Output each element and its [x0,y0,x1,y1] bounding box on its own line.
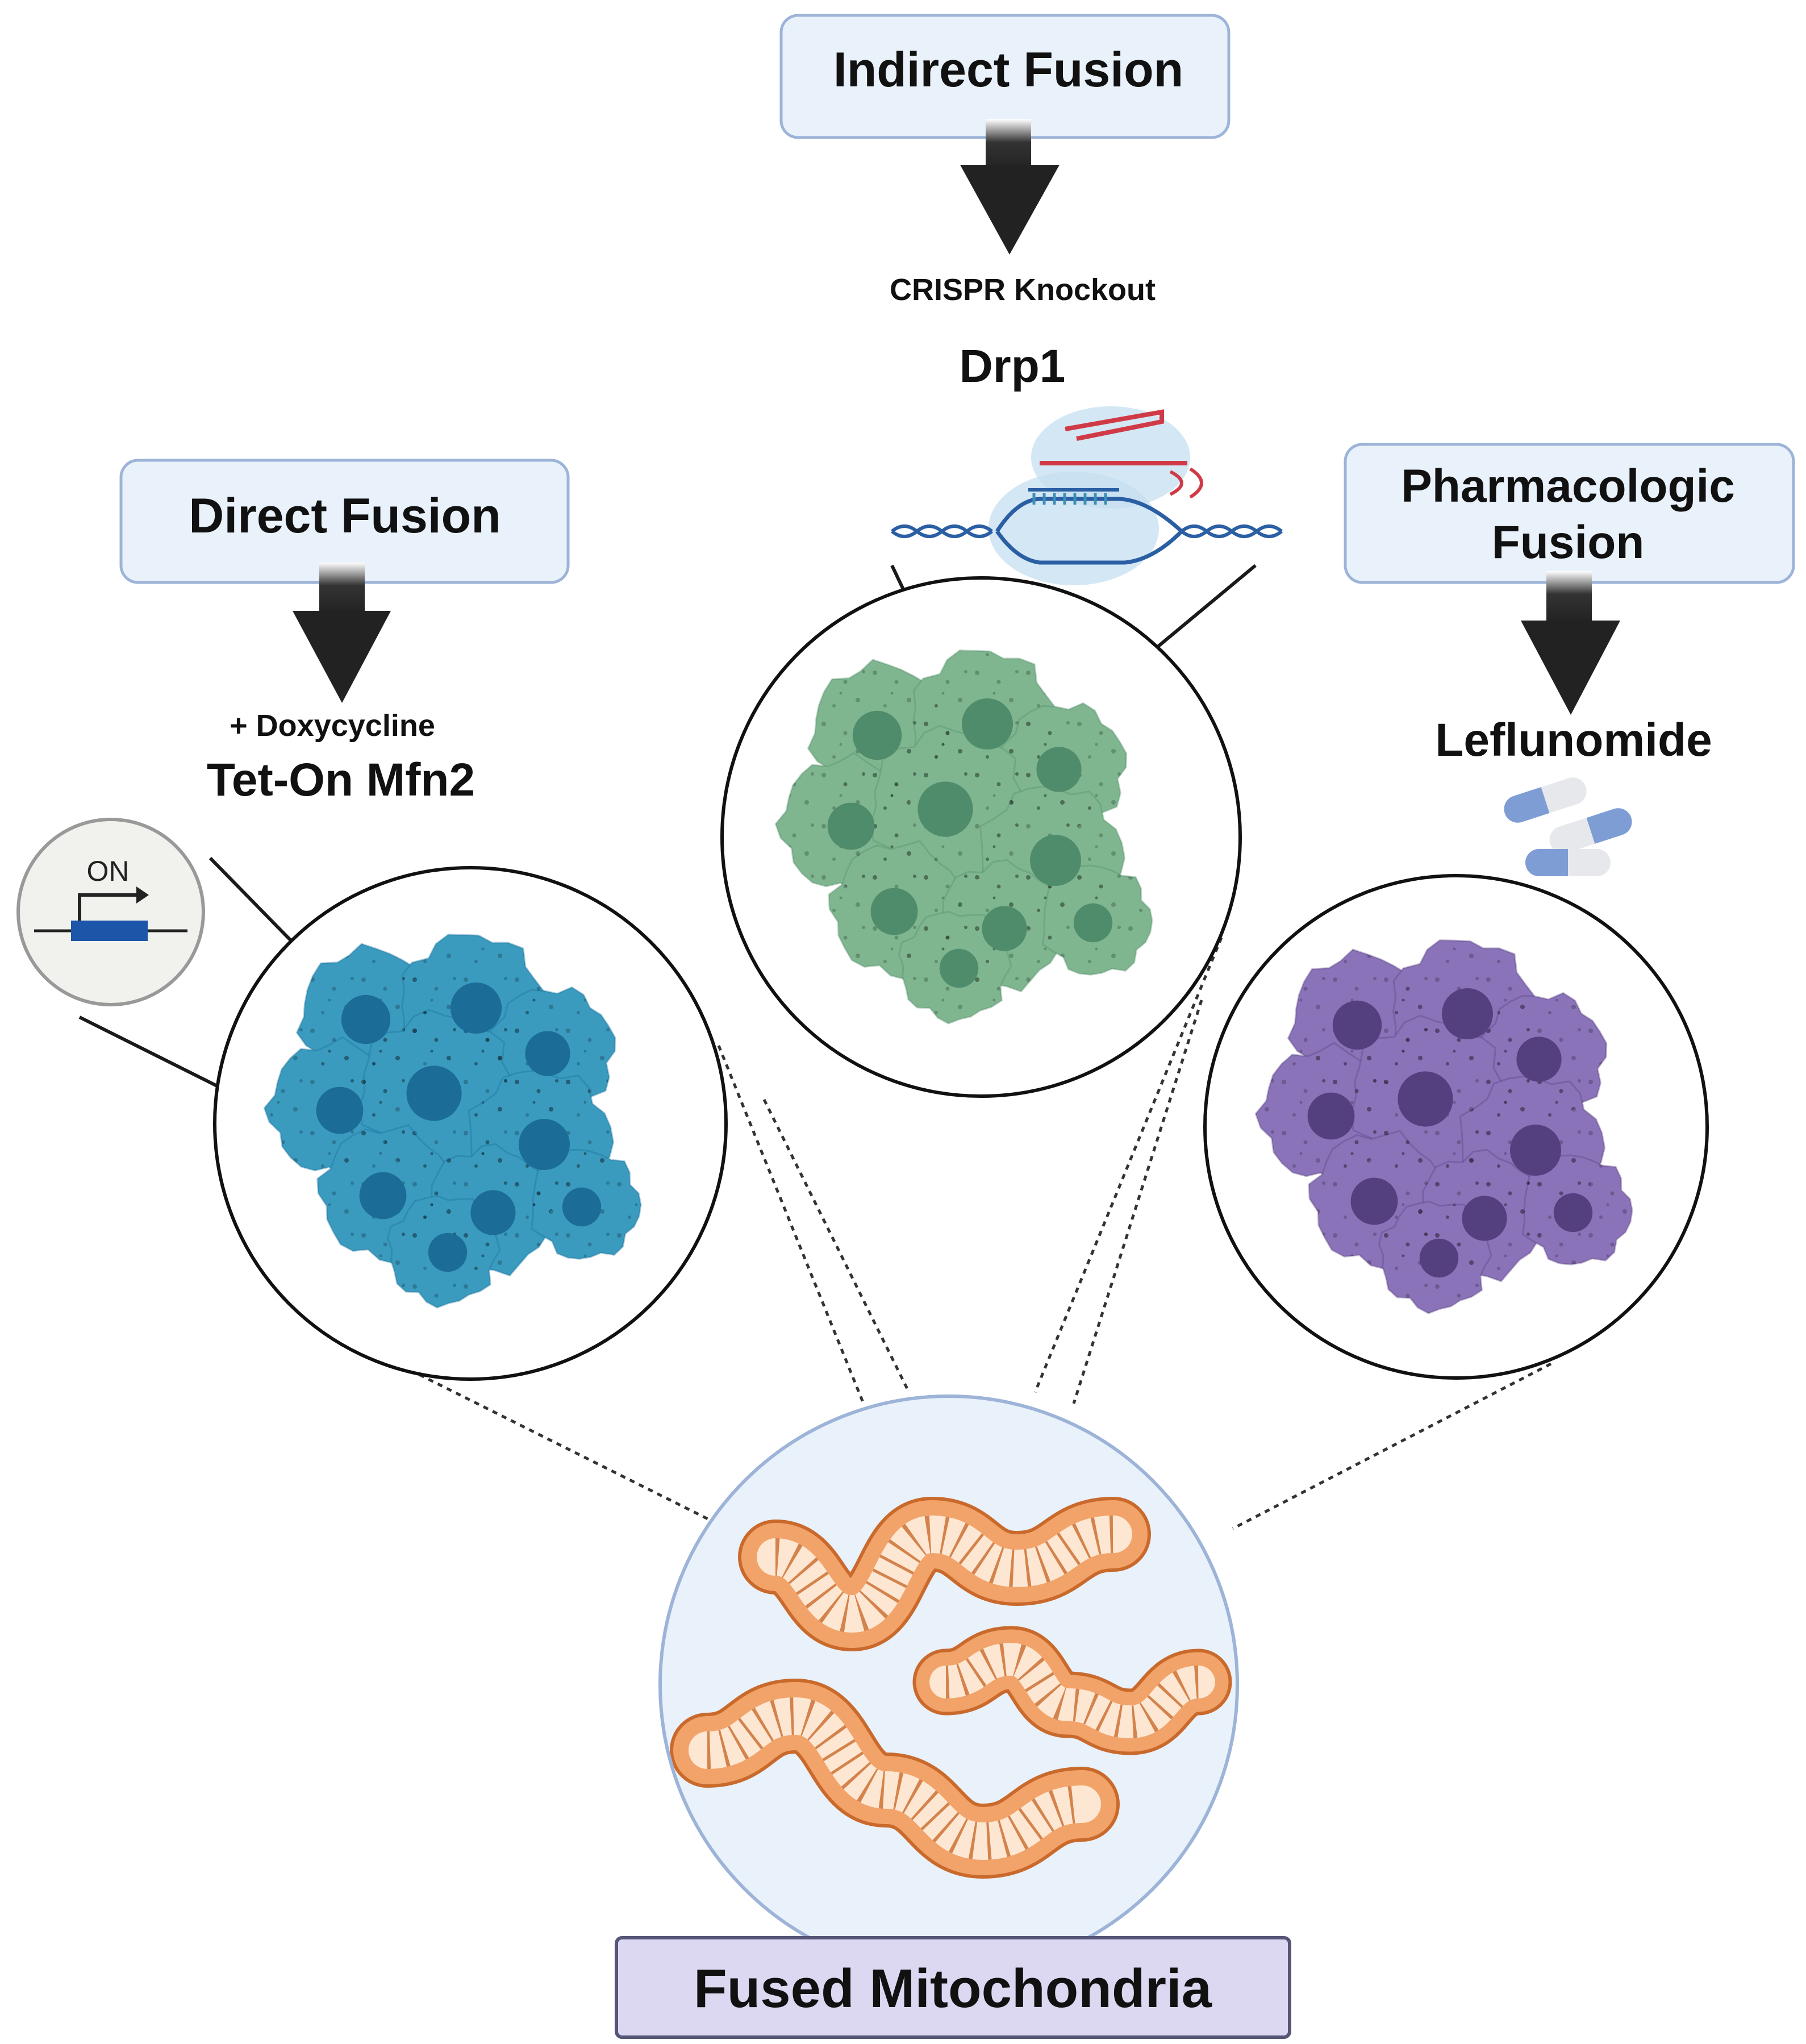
direct-fusion-title: Direct Fusion [189,489,501,543]
nucleus [962,698,1013,750]
indirect-zoom-circle [720,576,1242,1098]
mitochondrion-matrix [757,1515,1132,1633]
gene-promoter-icon: ON [16,818,205,1006]
nucleus [939,948,979,988]
pharmacologic-fusion-title-line1: Pharmacologic [1401,460,1735,512]
nucleus [1462,1196,1507,1241]
nucleus [562,1187,602,1227]
tet-on-cell-cluster [263,934,642,1309]
indirect-fusion-title: Indirect Fusion [833,43,1183,97]
pharmacologic-fusion-title-line2: Fusion [1492,517,1645,568]
nucleus [1510,1125,1561,1176]
nucleus [1553,1193,1593,1233]
dotted-connector-lines [391,937,1552,1530]
indirect-fusion-box: Indirect Fusion [779,14,1231,139]
nucleus [470,1190,516,1235]
direct-fusion-box: Direct Fusion [119,459,570,584]
nucleus [1030,835,1081,886]
nucleus [1307,1092,1355,1140]
nucleus [1350,1177,1398,1225]
arrow-icon [1521,571,1620,715]
fused-mitochondria-circle [658,1394,1239,1975]
nucleus [1419,1238,1459,1278]
direct-zoom-circle [213,866,728,1381]
nucleus [1036,747,1082,792]
pharmacologic-fusion-box: Pharmacologic Fusion [1344,443,1795,584]
leflunomide-label: Leflunomide [1435,714,1712,766]
nucleus [1332,1000,1382,1050]
nucleus [870,888,918,935]
nucleus [359,1172,407,1219]
leflunomide-cell-cluster [1254,939,1633,1314]
arrow-icon [293,563,391,703]
nucleus [1442,988,1493,1039]
nucleus [982,906,1027,951]
doxycycline-label: + Doxycycline [230,709,435,743]
nucleus [852,710,902,760]
drp1-target-label: Drp1 [960,340,1066,392]
crispr-cas9-icon [891,406,1283,585]
promoter-on-label: ON [87,855,130,887]
nucleus [917,781,973,837]
nucleus [827,802,875,850]
crispr-method-label: CRISPR Knockout [890,273,1156,307]
arrow-icon [960,119,1060,255]
mitochondrion-matrix [689,1697,1101,1860]
nucleus [341,994,391,1044]
nucleus [1398,1071,1453,1127]
fused-mitochondria-label: Fused Mitochondria [694,1958,1212,2019]
nucleus [525,1031,570,1076]
nucleus [1073,903,1113,943]
nucleus [428,1233,468,1272]
fused-mitochondria-box: Fused Mitochondria [615,1936,1291,2039]
nucleus [451,983,502,1034]
nucleus [406,1065,462,1121]
mitochondrion-cristae [945,1643,1200,1738]
mitochondrion-icon [670,1496,1232,1879]
capsule-icon [1504,777,1632,876]
nucleus [316,1086,364,1134]
drp1-knockout-cell-cluster [774,650,1153,1025]
nucleus [1516,1036,1562,1082]
tet-on-mfn2-label: Tet-On Mfn2 [207,754,475,806]
nucleus [519,1119,570,1170]
pharmacologic-zoom-circle [1203,874,1709,1380]
